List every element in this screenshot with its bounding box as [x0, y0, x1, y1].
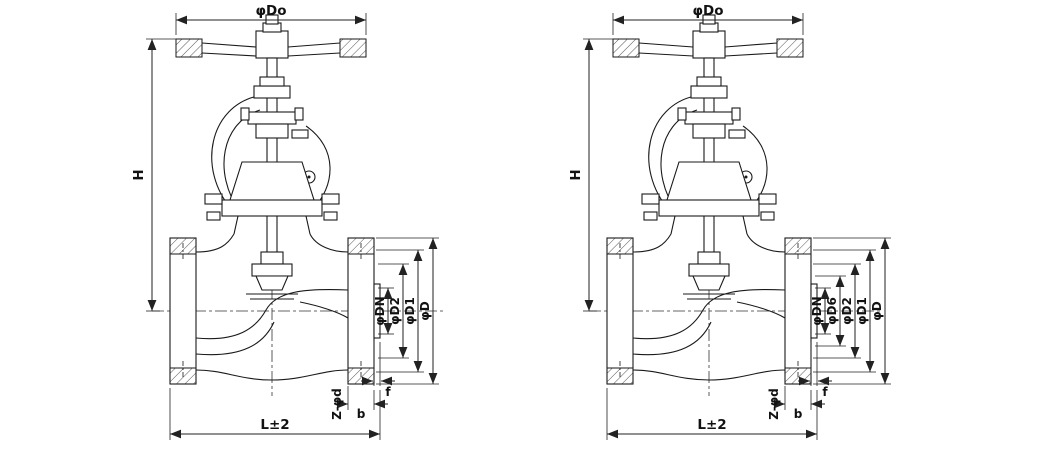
label-b-right: b — [794, 407, 803, 421]
label-f-right: f — [822, 385, 828, 399]
label-phi-do-right: φDo — [692, 3, 723, 19]
handwheel — [175, 14, 367, 59]
label-l-right: L±2 — [697, 417, 726, 433]
dim-b-left: b — [334, 386, 388, 421]
dim-f-left: f — [361, 342, 395, 399]
dims-left: φDo H φDN φD2 φD1 — [131, 3, 439, 440]
dims-right: φDo H φDN φD6 φD2 — [568, 3, 891, 440]
label-z-phi-d-left: Z-φd — [330, 388, 344, 419]
label-h-right: H — [568, 169, 584, 180]
label-phi-do-left: φDo — [255, 3, 286, 19]
dim-b-right: b — [771, 386, 825, 421]
label-phi-d1-right: φD1 — [855, 297, 869, 325]
label-phi-d2-right: φD2 — [840, 297, 854, 325]
dim-phi-d1-right: φD1 — [813, 249, 876, 373]
label-phi-dn-left: φDN — [373, 296, 387, 325]
label-phi-d-left: φD — [418, 301, 432, 320]
disc-and-seat — [195, 251, 349, 356]
bonnet — [204, 161, 340, 235]
label-phi-d6-right: φD6 — [825, 297, 839, 325]
dim-h-right: H — [568, 38, 613, 312]
dim-phi-dn-left: φDN — [373, 287, 394, 335]
dim-f-right: f — [798, 342, 832, 399]
label-l-left: L±2 — [260, 417, 289, 433]
dim-l-left: L±2 — [169, 388, 381, 440]
label-phi-d1-left: φD1 — [403, 297, 417, 325]
label-phi-d-right: φD — [870, 301, 884, 320]
label-phi-d2-left: φD2 — [388, 297, 402, 325]
dim-phi-d1-left: φD1 — [376, 249, 424, 373]
dim-phi-d-left: φD — [376, 237, 439, 385]
valve-body — [169, 233, 381, 385]
dim-l-right: L±2 — [606, 388, 818, 440]
right-valve-drawing — [588, 13, 884, 397]
label-z-phi-d-right: Z-φd — [767, 388, 781, 419]
dim-phi-do-right: φDo — [612, 3, 804, 35]
dim-phi-d6-right: φD6 — [815, 275, 846, 347]
globe-valve-drawing — [152, 14, 446, 396]
label-b-left: b — [357, 407, 366, 421]
dim-h-left: H — [131, 38, 176, 312]
gland-packing — [240, 107, 309, 139]
dim-phi-do-left: φDo — [175, 3, 367, 35]
label-h-left: H — [131, 169, 147, 180]
label-f-left: f — [385, 385, 391, 399]
label-phi-dn-right: φDN — [810, 296, 824, 325]
dim-phi-d2-right: φD2 — [813, 263, 861, 359]
dim-phi-d2-left: φD2 — [378, 263, 409, 359]
dim-phi-dn-right: φDN — [810, 287, 831, 335]
